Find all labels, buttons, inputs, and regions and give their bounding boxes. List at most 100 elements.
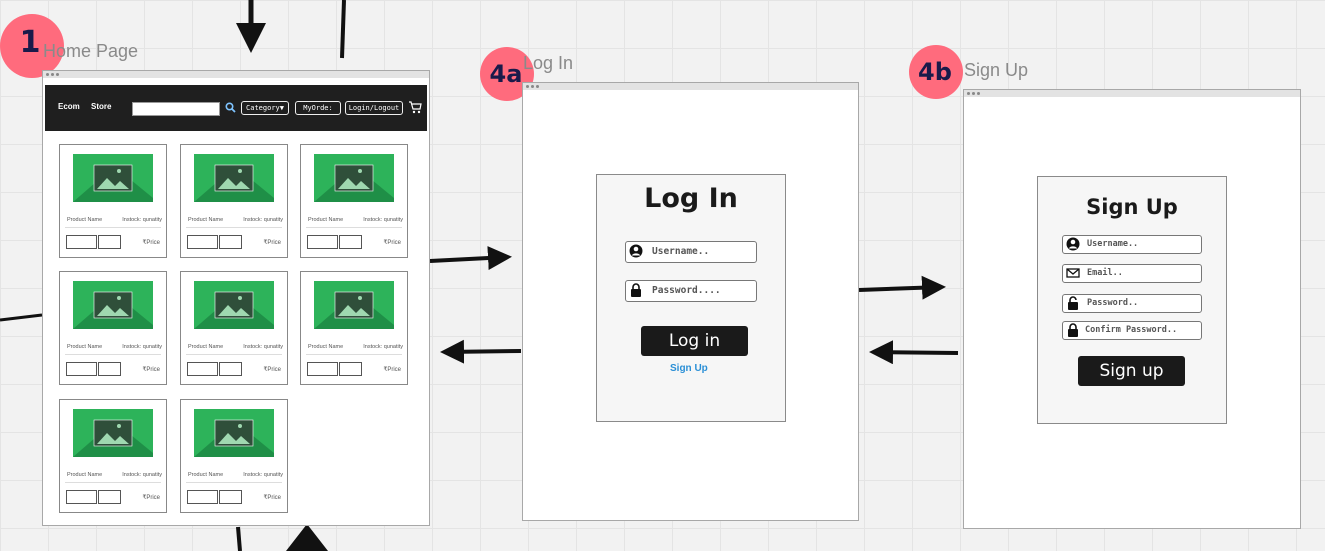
login-button[interactable]: Log in bbox=[641, 326, 748, 356]
line-bottom-left bbox=[236, 526, 242, 551]
quantity-button[interactable] bbox=[219, 235, 242, 249]
brand-store[interactable]: Store bbox=[91, 102, 112, 111]
quantity-button[interactable] bbox=[219, 362, 242, 376]
product-price: ₹Price bbox=[142, 495, 161, 501]
brand-ecom[interactable]: Ecom bbox=[58, 102, 80, 111]
quantity-button[interactable] bbox=[219, 490, 242, 504]
add-to-cart-button[interactable] bbox=[66, 235, 97, 249]
signup-username-field[interactable]: Username.. bbox=[1062, 235, 1202, 254]
product-price: ₹Price bbox=[263, 240, 282, 246]
lock-icon bbox=[631, 283, 641, 297]
product-name: Product Name bbox=[67, 217, 103, 223]
search-icon[interactable] bbox=[225, 102, 236, 113]
divider bbox=[65, 227, 161, 228]
signup-heading: Sign Up bbox=[1086, 195, 1178, 219]
product-price: ₹Price bbox=[383, 367, 402, 373]
product-stock: Instock: qunatity bbox=[243, 344, 283, 350]
login-heading: Log In bbox=[644, 183, 738, 214]
frame-badge-home: 1 bbox=[0, 14, 64, 78]
signup-frame: Sign Up Username.. Email.. Password.. bbox=[963, 89, 1301, 529]
product-image-placeholder-icon bbox=[194, 281, 274, 329]
frame-title-home: Home Page bbox=[43, 41, 139, 61]
quantity-button[interactable] bbox=[339, 235, 362, 249]
add-to-cart-button[interactable] bbox=[187, 362, 218, 376]
quantity-button[interactable] bbox=[339, 362, 362, 376]
product-name: Product Name bbox=[308, 344, 344, 350]
login-logout-button[interactable]: Login/Logout bbox=[345, 101, 403, 115]
login-panel: Log In Username.. Password.... Log in Si… bbox=[596, 174, 786, 422]
lock-icon bbox=[1068, 323, 1078, 337]
quantity-button[interactable] bbox=[98, 235, 121, 249]
add-to-cart-button[interactable] bbox=[66, 490, 97, 504]
window-bar bbox=[523, 83, 858, 90]
frame-title-login: Log In bbox=[523, 53, 574, 73]
frame-title-signup: Sign Up bbox=[964, 60, 1029, 80]
add-to-cart-button[interactable] bbox=[187, 490, 218, 504]
navbar: Ecom Store Category▼ MyOrde: Login/Logou… bbox=[45, 85, 427, 131]
category-dropdown[interactable]: Category▼ bbox=[241, 101, 289, 115]
home-page-frame: Ecom Store Category▼ MyOrde: Login/Logou… bbox=[42, 70, 430, 526]
username-placeholder: Username.. bbox=[652, 246, 710, 257]
product-image-placeholder-icon bbox=[314, 281, 394, 329]
add-to-cart-button[interactable] bbox=[307, 362, 338, 376]
arrow-signup-to-login bbox=[869, 340, 959, 365]
product-image-placeholder-icon bbox=[73, 281, 153, 329]
product-card[interactable]: Product Name Instock: qunatity ₹Price bbox=[59, 399, 167, 513]
user-icon bbox=[629, 244, 643, 258]
password-placeholder: Password.... bbox=[652, 285, 721, 296]
divider bbox=[186, 354, 282, 355]
product-image-placeholder-icon bbox=[314, 154, 394, 202]
email-icon bbox=[1066, 268, 1080, 278]
product-card[interactable]: Product Name Instock: qunatity ₹Price bbox=[180, 144, 288, 258]
divider bbox=[65, 354, 161, 355]
product-name: Product Name bbox=[308, 217, 344, 223]
arrow-login-to-home bbox=[440, 339, 522, 364]
product-price: ₹Price bbox=[263, 367, 282, 373]
signup-link[interactable]: Sign Up bbox=[670, 363, 708, 374]
arrow-bottom-up bbox=[286, 524, 328, 551]
cart-icon[interactable] bbox=[408, 101, 422, 114]
product-name: Product Name bbox=[67, 472, 103, 478]
add-to-cart-button[interactable] bbox=[66, 362, 97, 376]
my-orders-button[interactable]: MyOrde: bbox=[295, 101, 341, 115]
product-stock: Instock: qunatity bbox=[243, 217, 283, 223]
signup-confirm-placeholder: Confirm Password.. bbox=[1085, 325, 1178, 335]
signup-password-field[interactable]: Password.. bbox=[1062, 294, 1202, 313]
product-name: Product Name bbox=[67, 344, 103, 350]
frame-badge-signup: 4b bbox=[909, 45, 963, 99]
product-image-placeholder-icon bbox=[194, 154, 274, 202]
username-field[interactable]: Username.. bbox=[625, 241, 757, 263]
add-to-cart-button[interactable] bbox=[187, 235, 218, 249]
quantity-button[interactable] bbox=[98, 362, 121, 376]
arrow-login-to-signup bbox=[858, 275, 946, 300]
password-field[interactable]: Password.... bbox=[625, 280, 757, 302]
product-image-placeholder-icon bbox=[194, 409, 274, 457]
product-name: Product Name bbox=[188, 472, 224, 478]
product-stock: Instock: qunatity bbox=[122, 472, 162, 478]
signup-button[interactable]: Sign up bbox=[1078, 356, 1185, 386]
line-left-in bbox=[0, 313, 43, 322]
signup-email-placeholder: Email.. bbox=[1087, 268, 1123, 278]
product-name: Product Name bbox=[188, 217, 224, 223]
product-stock: Instock: qunatity bbox=[243, 472, 283, 478]
window-bar bbox=[43, 71, 429, 78]
search-input[interactable] bbox=[132, 102, 220, 116]
divider bbox=[306, 227, 402, 228]
divider bbox=[186, 482, 282, 483]
product-price: ₹Price bbox=[142, 367, 161, 373]
window-bar bbox=[964, 90, 1300, 97]
add-to-cart-button[interactable] bbox=[307, 235, 338, 249]
signup-confirm-field[interactable]: Confirm Password.. bbox=[1062, 321, 1202, 340]
divider bbox=[186, 227, 282, 228]
quantity-button[interactable] bbox=[98, 490, 121, 504]
product-price: ₹Price bbox=[142, 240, 161, 246]
login-frame: Log In Username.. Password.... Log in Si… bbox=[522, 82, 859, 521]
signup-email-field[interactable]: Email.. bbox=[1062, 264, 1202, 283]
